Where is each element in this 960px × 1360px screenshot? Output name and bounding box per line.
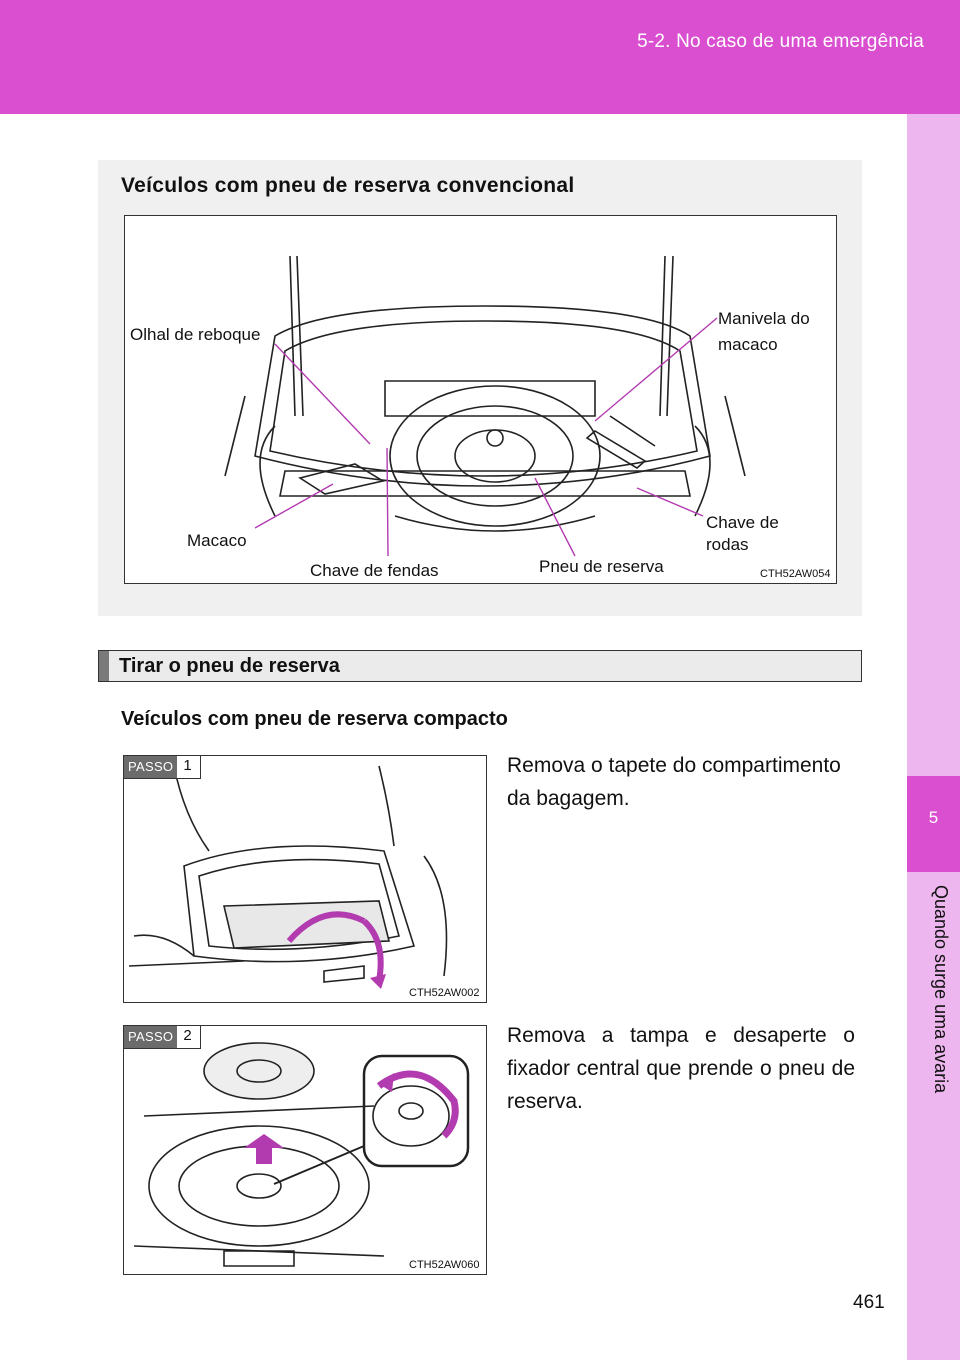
callout-jack: Macaco [187,531,247,550]
callout-tow-eye: Olhal de reboque [130,325,261,344]
chapter-side-tab [907,114,960,1360]
trunk-mat-illustration [128,765,448,989]
step-2-figure: PASSO 2 CTH52AW060 [123,1025,487,1275]
trunk-tools-illustration [224,255,746,557]
callout-wheel-wrench-line1: Chave de [706,513,779,532]
header-band [0,0,960,114]
callout-wheel-wrench-line2: rodas [706,535,749,554]
callout-spare-tire: Pneu de reserva [539,557,664,576]
figure-code: CTH52AW054 [760,568,831,580]
figure-code: CTH52AW002 [409,987,480,999]
callout-screwdriver: Chave de fendas [310,561,439,580]
step-badge-number: 1 [177,756,200,778]
trunk-tools-figure: Olhal de reboque Manivela do macaco Maca… [124,215,837,584]
subheading: Veículos com pneu de reserva compacto [121,708,508,730]
section-title: 5-2. No caso de uma emergência [637,31,924,52]
spare-tire-fastener-illustration [133,1042,470,1267]
chapter-number: 5 [928,808,939,827]
step-1-figure: PASSO 1 CTH52AW002 [123,755,487,1003]
step-1-text: Remova o tapete do compartimento da baga… [507,754,841,811]
callout-jack-handle-line2: macaco [718,335,778,354]
step-2-badge: PASSO 2 [124,1026,201,1049]
step-1-badge: PASSO 1 [124,756,201,779]
callout-jack-handle-line1: Manivela do [718,309,810,328]
step-badge-word: PASSO [124,756,178,778]
chapter-number-block [907,776,960,872]
chapter-title: Quando surge uma avaria [931,885,951,1094]
step-badge-word: PASSO [124,1026,178,1048]
step-2-text: Remova a tampa e desaperte o fixador cen… [507,1024,855,1114]
step-badge-number: 2 [177,1026,200,1048]
section-title-text: Tirar o pneu de reserva [119,655,340,677]
panel-title: Veículos com pneu de reserva convenciona… [121,174,575,197]
section-header-bar: Tirar o pneu de reserva [98,650,862,682]
section-bar-accent [99,651,109,681]
page-number: 461 [853,1292,885,1313]
figure-code: CTH52AW060 [409,1259,480,1271]
